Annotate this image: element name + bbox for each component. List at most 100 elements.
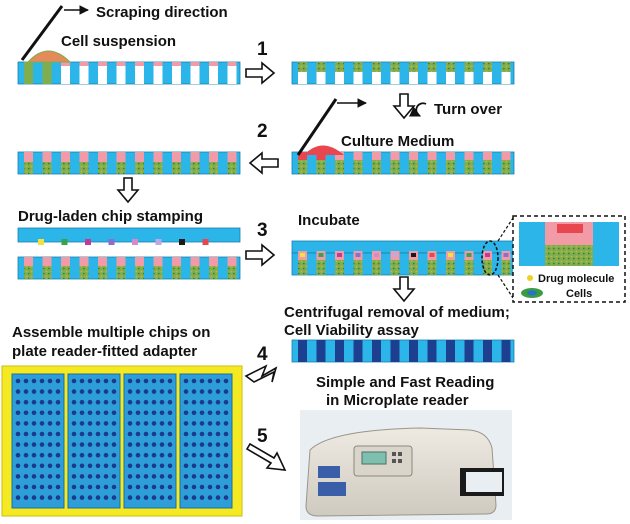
plate-well [71,484,77,490]
plate-well [207,484,213,490]
plate-well [143,442,149,447]
plate-well [87,474,93,479]
chip-well [209,62,218,84]
centrifugal-label-line2: Cell Viability assay [284,322,419,339]
plate-well [95,442,101,447]
plate-well [223,495,229,500]
plate-well [215,474,221,479]
reading-label-line2: in Microplate reader [326,392,469,409]
drug-molecule-label: Drug molecule [538,273,614,285]
chip-well [98,257,107,279]
plate-well [15,452,21,458]
plate-well [87,463,93,469]
plate-well [31,463,37,469]
plate-well [223,431,229,437]
plate-well [15,410,21,416]
assay-well [298,340,307,362]
chip-well [464,152,474,174]
scraper-icon [296,98,367,156]
chip-well [61,152,70,174]
plate-well [103,421,109,426]
plate-well [23,410,29,416]
drug-spot [61,239,68,245]
plate-well [143,463,149,469]
plate-well [103,389,109,394]
plate-well [207,452,213,458]
chip-well [172,257,181,279]
cell-suspension-drop [26,50,72,63]
chip-well [98,152,107,174]
plate-well [207,474,213,479]
plate-well [95,431,101,437]
plate-well [87,421,93,426]
medium-well [446,152,455,160]
well-rim [172,62,181,66]
well-rim [153,62,163,66]
plate-well [39,431,45,437]
medium-well [335,152,344,160]
medium-well [61,257,70,266]
cells-label: Cells [566,288,592,300]
chip-well [335,62,344,84]
chip-well [372,62,381,84]
plate-well [207,431,213,437]
chip-well [298,62,307,84]
chip-well [427,152,437,174]
chip-well [42,62,52,84]
plate-well [167,378,173,384]
plate-well [111,452,117,458]
plate-well [111,399,117,405]
well-rim [79,62,89,66]
chip-well [390,152,400,174]
assay-well [446,340,455,362]
chip-well [390,253,400,275]
plate-well [135,389,141,394]
plate-well [31,410,37,416]
plate-well [87,410,93,416]
plate-well [191,495,197,500]
drug-spot [374,253,379,257]
scraping-direction-label: Scraping direction [96,4,228,21]
plate-well [31,484,37,490]
medium-well [353,152,363,160]
chip-well [464,253,474,275]
plate-well [71,399,77,405]
plate-well [79,474,85,479]
chip-well [353,62,363,84]
plate-well [95,421,101,426]
plate-well [79,421,85,426]
plate-well [47,410,53,416]
medium-filled-chip [291,151,515,175]
plate-well [71,442,77,447]
plate-well [23,389,29,394]
plate-well [167,431,173,437]
plate-well [79,378,85,384]
plate-well [95,378,101,384]
plate-well [111,378,117,384]
plate-well [87,389,93,394]
chip-well [316,62,326,84]
medium-well [172,257,181,266]
scraper-icon [20,5,89,61]
chip-well [190,257,200,279]
plate-well [143,399,149,405]
chip-well [153,152,163,174]
well-rim [190,62,200,66]
cell-well [483,62,492,72]
plate-reader-adapter [1,365,243,517]
plate-well [127,442,133,447]
plate-well [103,495,109,500]
plate-well [79,484,85,490]
medium-well [116,152,126,162]
plate-well [23,442,29,447]
plate-well [95,389,101,394]
chip-well [446,253,455,275]
plate-well [207,421,213,426]
plate-well [191,399,197,405]
drug-spot [202,239,209,245]
plate-well [39,389,45,394]
plate-well [143,389,149,394]
plate-well [135,484,141,490]
plate-well [95,399,101,405]
plate-well [111,463,117,469]
